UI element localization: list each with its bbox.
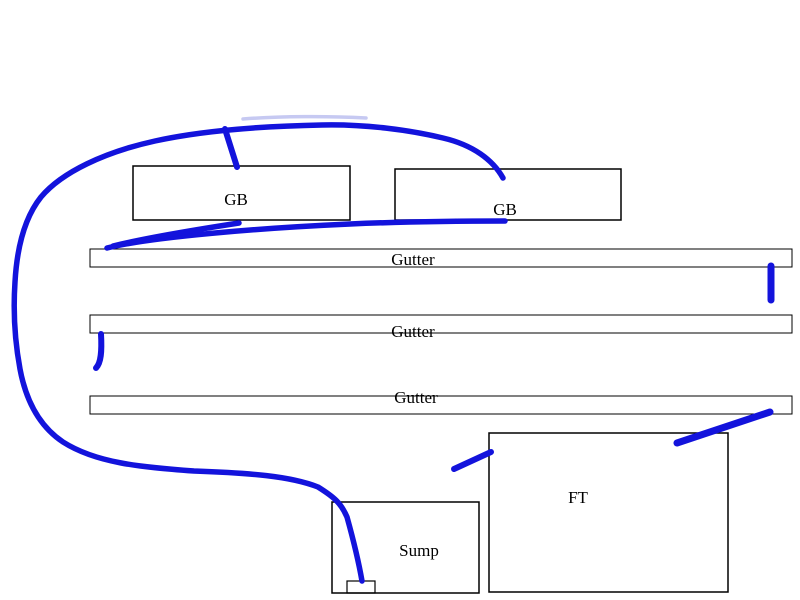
gb-box-1 xyxy=(132,165,351,221)
pipe-main-drain-curve xyxy=(11,122,506,584)
pipe-faint-highlight xyxy=(241,114,368,121)
gutter-2-label: Gutter xyxy=(391,322,435,341)
ft-box xyxy=(488,432,729,593)
gb-box-2-label: GB xyxy=(493,200,517,219)
gb-box-1-label: GB xyxy=(224,190,248,209)
pipe-gutter2-left-outlet xyxy=(93,331,105,371)
gutter-3-label: Gutter xyxy=(394,388,438,407)
sump-box-label: Sump xyxy=(399,541,439,560)
pipe-ft-inlet-right xyxy=(673,408,774,447)
pipe-collector-short xyxy=(110,220,242,249)
sump-box xyxy=(331,501,480,594)
pipe-gb1-branch xyxy=(222,126,240,170)
ft-box-label: FT xyxy=(568,488,588,507)
gutter-1-label: Gutter xyxy=(391,250,435,269)
gutter-1 xyxy=(89,248,793,268)
gutter-3 xyxy=(89,395,793,415)
pipe-ft-inlet-left xyxy=(451,449,494,472)
gutter-2 xyxy=(89,314,793,334)
gb-box-2 xyxy=(394,168,622,221)
